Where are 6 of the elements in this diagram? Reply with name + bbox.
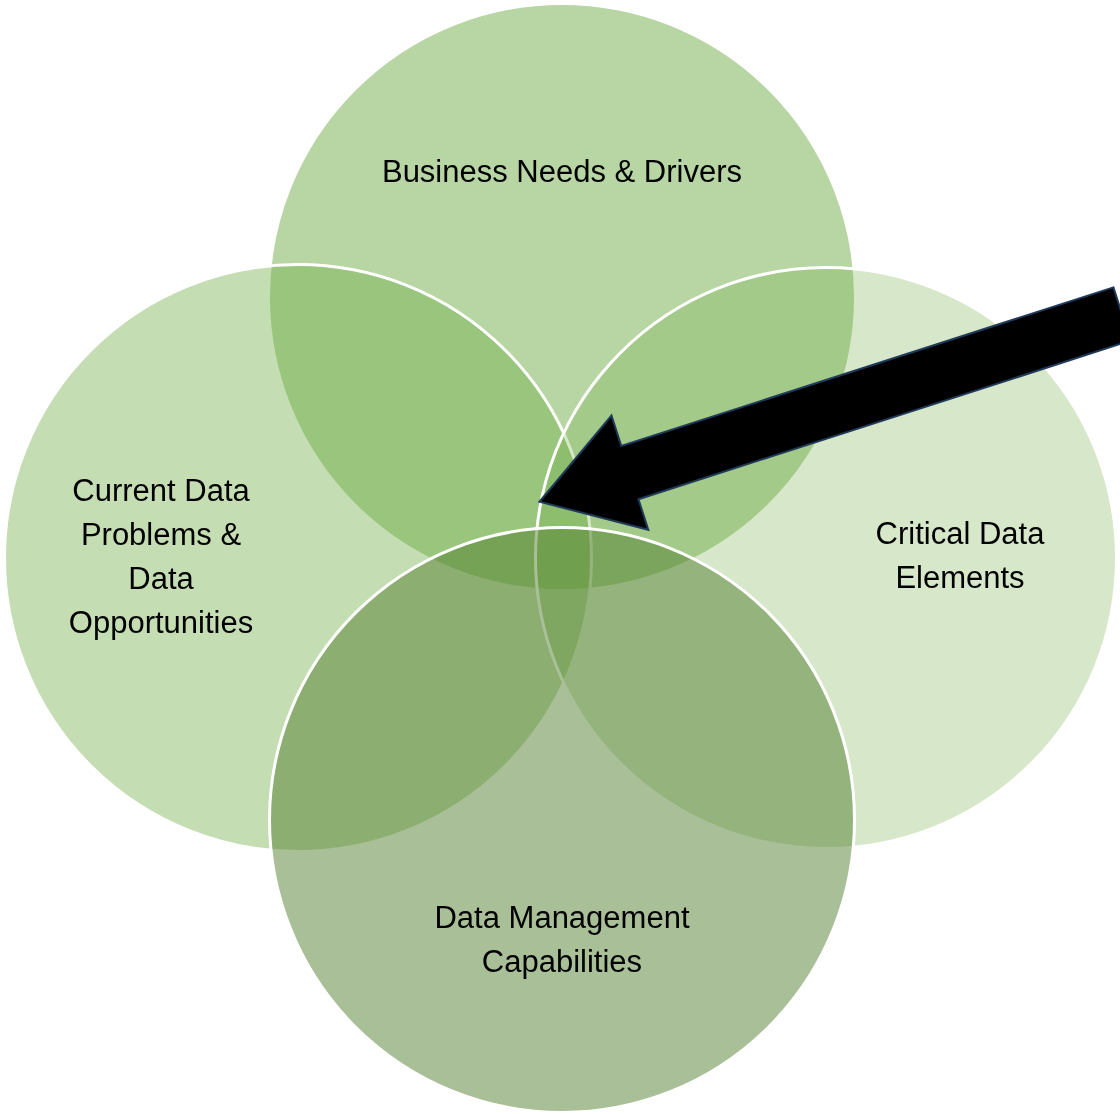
venn-circle [268, 526, 856, 1114]
circle-label: Business Needs & Drivers [380, 153, 744, 191]
circle-label: Data Management Capabilities [433, 899, 691, 981]
circle-label: Critical Data Elements [874, 515, 1046, 597]
circle-label: Current Data Problems & Data Opportunities [67, 472, 255, 642]
block-arrow [537, 286, 1120, 532]
